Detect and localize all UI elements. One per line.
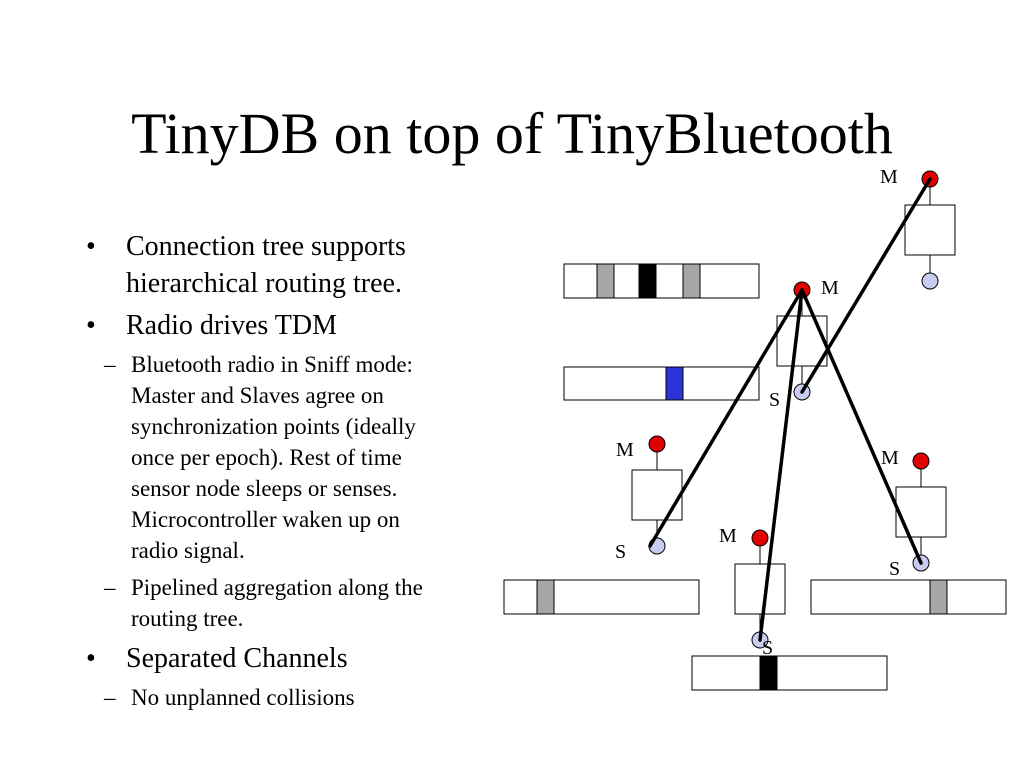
sub-bullet-pipelined: – Pipelined aggregation along the routin… (46, 572, 451, 634)
slave-label: S (769, 389, 780, 411)
bullet-connection-tree: • Connection tree supports hierarchical … (86, 228, 506, 302)
bullet-marker: • (86, 231, 96, 262)
link-root-center (800, 177, 932, 394)
sub-bullet-marker: – (104, 685, 116, 710)
sub-bullet-marker: – (104, 352, 116, 377)
slave-label: S (615, 541, 626, 563)
master-label: M (719, 525, 737, 547)
master-label: M (821, 277, 839, 299)
sub-bullet-text: Pipelined aggregation along the routing … (131, 575, 423, 631)
link-center-right (800, 288, 923, 565)
time-slot (682, 263, 701, 299)
bullet-marker: • (86, 310, 96, 341)
bullet-radio-tdm: • Radio drives TDM (86, 307, 506, 344)
bullet-text: Connection tree supports hierarchical ro… (126, 231, 406, 299)
slide-title: TinyDB on top of TinyBluetooth (131, 101, 893, 166)
schedule-bar-top (563, 263, 760, 299)
bullet-separated-channels: • Separated Channels (86, 640, 506, 677)
time-slot (759, 655, 778, 691)
link-center-left (648, 288, 804, 548)
slave-label: S (762, 637, 773, 659)
node-root (904, 170, 956, 290)
master-port (912, 452, 930, 470)
time-slot (596, 263, 615, 299)
schedule-bar-middle (563, 366, 760, 401)
sub-bullet-text: No unplanned collisions (131, 685, 355, 710)
master-label: M (616, 439, 634, 461)
schedule-bar-right (810, 579, 1007, 615)
link-center-bottom (758, 288, 804, 642)
master-port (648, 435, 666, 453)
sub-bullet-no-collisions: – No unplanned collisions (46, 682, 451, 713)
master-label: M (881, 447, 899, 469)
bullet-marker: • (86, 643, 96, 674)
schedule-bar-bottom (691, 655, 888, 691)
connection-lines (648, 177, 932, 642)
sub-bullet-marker: – (104, 575, 116, 600)
slave-port (921, 272, 939, 290)
bullet-text: Radio drives TDM (126, 310, 338, 341)
sub-bullet-sniff-mode: – Bluetooth radio in Sniff mode: Master … (46, 349, 451, 566)
bullet-list: • Connection tree supports hierarchical … (86, 228, 506, 719)
master-label: M (880, 166, 898, 188)
time-slot (536, 579, 555, 615)
bullet-text: Separated Channels (126, 643, 348, 674)
node-left (631, 435, 683, 555)
slave-label: S (889, 558, 900, 580)
schedule-bar-left (503, 579, 700, 615)
time-slot (638, 263, 657, 299)
time-slot (929, 579, 948, 615)
node-right (895, 452, 947, 572)
sub-bullet-text: Bluetooth radio in Sniff mode: Master an… (131, 352, 416, 563)
master-port (751, 529, 769, 547)
time-slot (665, 366, 684, 401)
